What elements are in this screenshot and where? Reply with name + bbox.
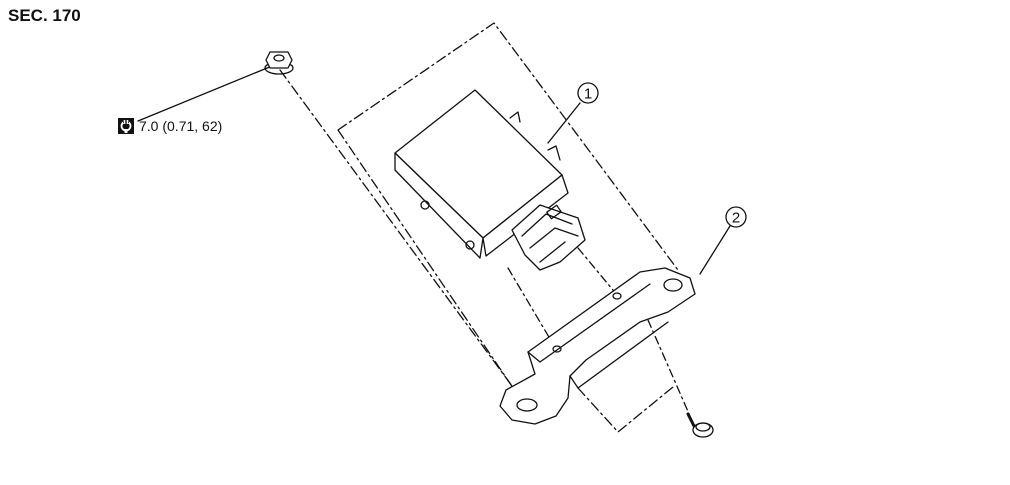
section-label: SEC. 170 [8,6,81,25]
callout-2-leader [699,225,731,275]
svg-text:1: 1 [584,86,592,103]
lower-outline [577,386,674,433]
callout-2: 2 [725,206,747,228]
torque-wrench-icon [118,118,134,134]
mounting-bolt [686,412,714,438]
alignment-line-3 [647,319,691,417]
torque-leader [137,65,273,122]
flange-nut [264,51,294,75]
nut-alignment-line [279,69,527,406]
mounting-outline [337,22,679,405]
mounting-bracket [499,267,696,425]
alignment-line-1 [507,267,557,350]
callout-1: 1 [577,82,599,104]
callout-1-leader [547,102,581,144]
alignment-line-2 [577,247,619,297]
control-module [394,89,586,271]
svg-text:2: 2 [732,210,740,227]
torque-value: 7.0 (0.71, 62) [139,118,223,134]
torque-spec: 7.0 (0.71, 62) [118,118,222,134]
